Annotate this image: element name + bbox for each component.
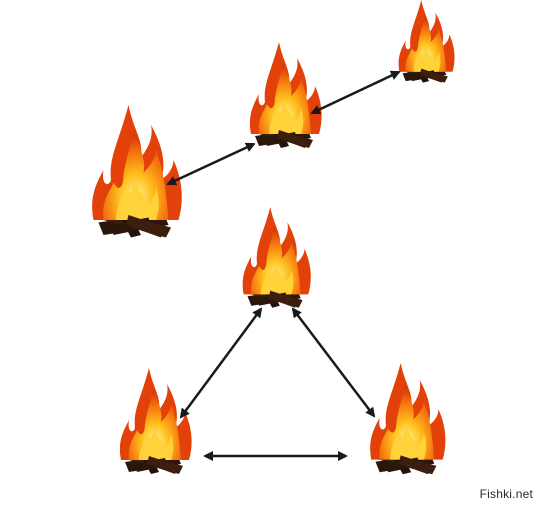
- arrow-left-upper-to-middle-top: [166, 142, 256, 186]
- arrow-middle-top-to-top-right: [310, 70, 401, 115]
- fire-left-upper: [92, 105, 182, 238]
- fire-top-right: [398, 0, 455, 83]
- arrow-triangle-top-to-bottom-left: [179, 307, 263, 419]
- fire-triangle-bottom-left: [119, 368, 192, 474]
- fire-triangle-bottom-right: [370, 363, 446, 475]
- fire-middle-top: [249, 42, 322, 148]
- fire-triangle-top: [242, 207, 311, 308]
- arrow-triangle-top-to-bottom-right: [291, 307, 376, 418]
- watermark-text: Fishki.net: [479, 487, 533, 501]
